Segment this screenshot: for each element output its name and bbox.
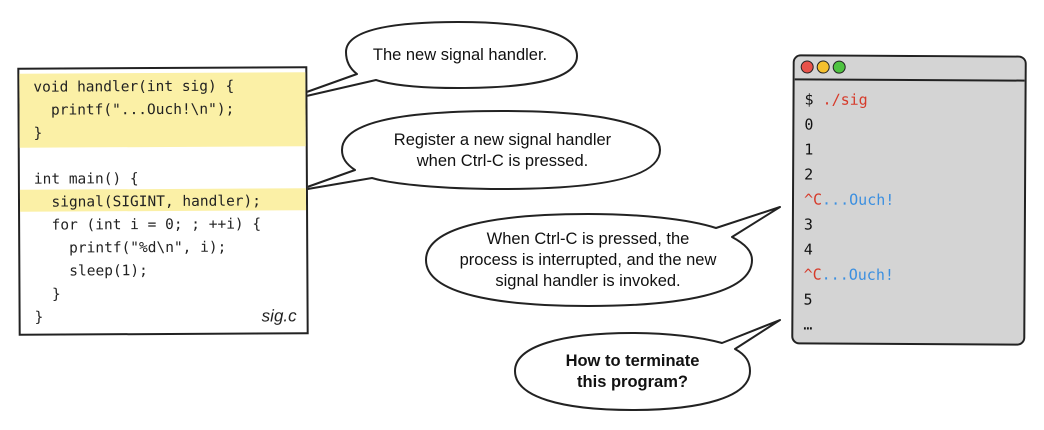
callout-bubble-register: [295, 110, 661, 192]
terminal-output-line: 0: [804, 115, 814, 134]
callout-bubble-terminate: [514, 319, 781, 411]
callout-terminate-line-1: How to terminate: [565, 352, 700, 370]
code-line: void handler(int sig) {: [33, 78, 235, 96]
code-line: }: [34, 309, 44, 326]
code-line: int main() {: [33, 171, 139, 188]
code-line: }: [33, 125, 43, 142]
code-line: }: [34, 286, 61, 303]
callout-terminate-text: How to terminate this program?: [520, 351, 745, 393]
terminal-interrupt-line: ^C...Ouch!: [804, 262, 894, 287]
callout-handler-text: The new signal handler.: [350, 45, 570, 66]
callout-interrupt-line-3: signal handler is invoked.: [495, 272, 681, 290]
minimize-dot-icon[interactable]: [816, 60, 830, 74]
ouch-output: ...Ouch!: [822, 190, 895, 209]
code-line: printf("...Ouch!\n");: [33, 101, 235, 119]
filename-label: sig.c: [261, 306, 297, 326]
terminal-output-line: 4: [803, 240, 813, 259]
code-line: printf("%d\n", i);: [34, 239, 227, 257]
callout-handler-line: The new signal handler.: [372, 46, 548, 64]
code-listing: void handler(int sig) { printf("...Ouch!…: [17, 66, 309, 336]
callout-interrupt-line-1: When Ctrl-C is pressed, the: [486, 230, 690, 248]
terminal-window: $ ./sig 0 1 2 ^C...Ouch! 3 4 ^C...Ouch! …: [791, 54, 1027, 346]
code-line: signal(SIGINT, handler);: [33, 193, 262, 211]
callout-interrupt-line-2: process is interrupted, and the new: [459, 251, 717, 269]
callout-register-line-1: Register a new signal handler: [393, 131, 612, 149]
callout-register-text: Register a new signal handler when Ctrl-…: [350, 130, 655, 172]
code-line: for (int i = 0; ; ++i) {: [34, 216, 262, 234]
callout-bubble-interrupt: [425, 206, 781, 307]
close-dot-icon[interactable]: [800, 60, 814, 74]
terminal-prompt: $: [804, 90, 823, 109]
code-line: sleep(1);: [34, 263, 148, 280]
maximize-dot-icon[interactable]: [832, 60, 846, 74]
terminal-title-bar: [794, 56, 1025, 82]
callout-bubble-handler: [275, 21, 578, 104]
terminal-output-line: 5: [803, 290, 813, 309]
callout-register-line-2: when Ctrl-C is pressed.: [416, 152, 589, 170]
ctrl-c-marker: ^C: [803, 265, 822, 284]
terminal-command-line: $ ./sig: [804, 87, 867, 112]
terminal-interrupt-line: ^C...Ouch!: [804, 187, 894, 212]
terminal-command: ./sig: [822, 90, 868, 109]
terminal-output-line: 1: [804, 140, 814, 159]
callout-interrupt-text: When Ctrl-C is pressed, the process is i…: [428, 229, 748, 292]
ctrl-c-marker: ^C: [803, 190, 823, 209]
terminal-output-line: 3: [803, 215, 813, 234]
terminal-ellipsis: …: [803, 315, 813, 334]
terminal-output-line: 2: [804, 165, 814, 184]
callout-terminate-line-2: this program?: [577, 373, 688, 391]
ouch-output: ...Ouch!: [821, 265, 894, 284]
